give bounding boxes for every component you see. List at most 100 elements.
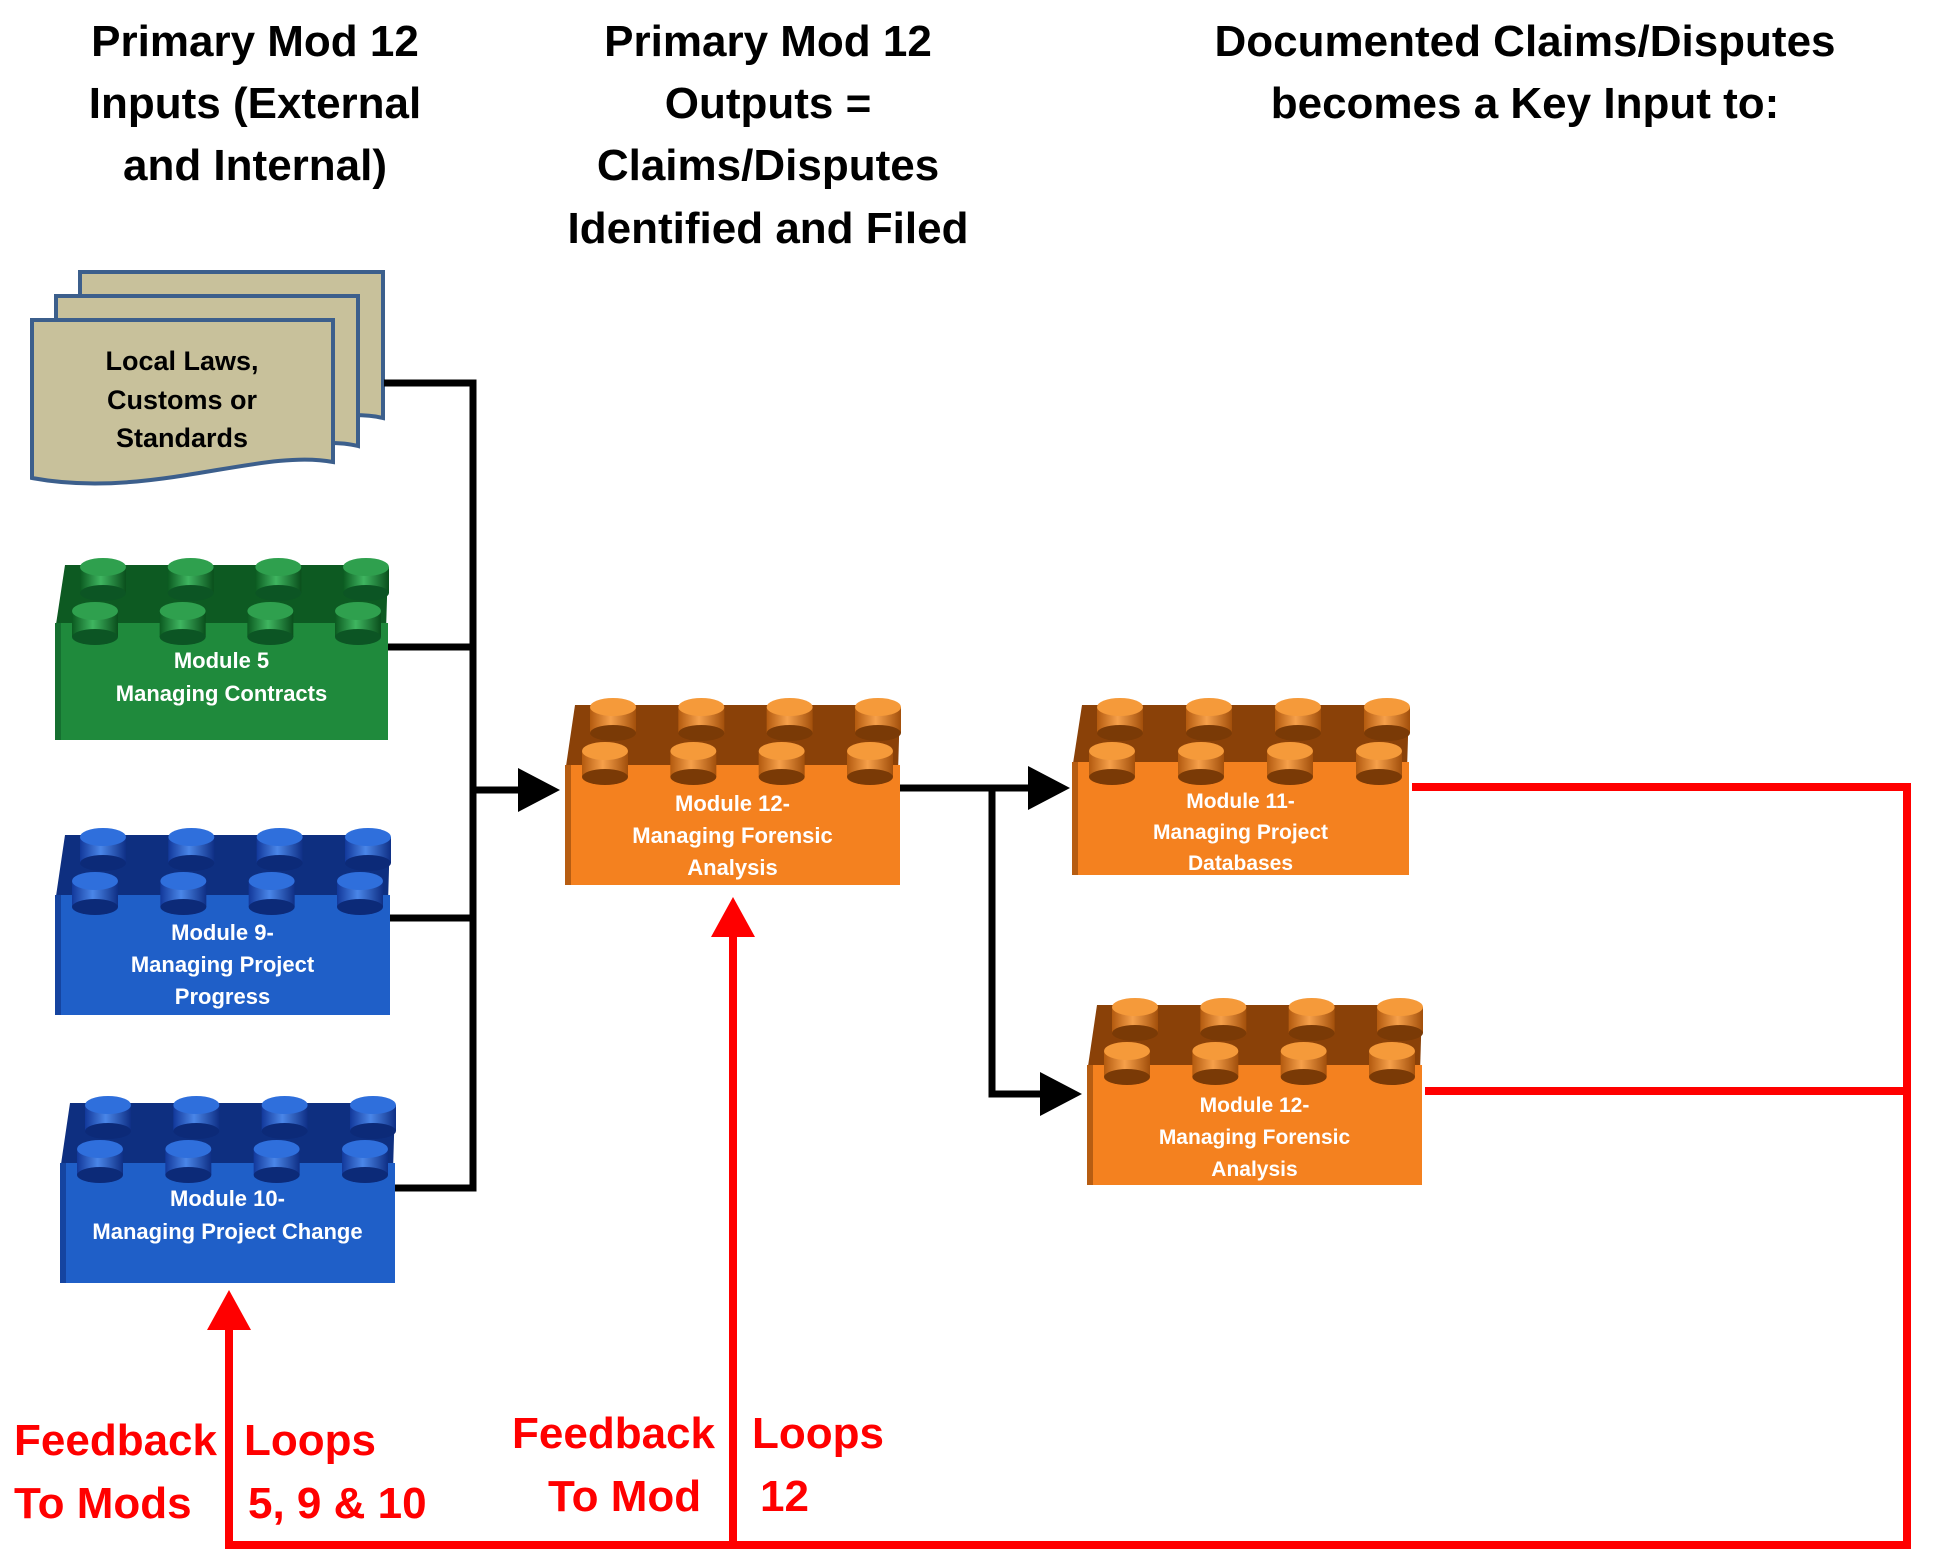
feedback-loop-lines — [225, 783, 1911, 1549]
brick-stud-base — [1275, 725, 1321, 741]
brick-label-line-1: Module 12- — [675, 791, 790, 816]
brick-label-line-3: Progress — [175, 984, 270, 1009]
header-inputs-line-3: and Internal) — [123, 141, 387, 190]
brick-stud-base — [160, 899, 207, 915]
header-inputs-line-1: Primary Mod 12 — [91, 17, 419, 66]
feedback-label-right: Feedback To Mod Loops 12 — [512, 1409, 884, 1521]
brick-stud-cap — [1178, 742, 1224, 760]
brick-stud-cap — [255, 558, 302, 576]
document-line-2: Customs or — [107, 385, 258, 415]
document-page-front — [30, 318, 335, 486]
brick-stud-cap — [1280, 1042, 1327, 1060]
feedback-left-col2-line1: Loops — [244, 1416, 376, 1465]
brick-stud-cap — [72, 872, 118, 890]
brick-label-line-2: Managing Project — [1153, 821, 1328, 844]
brick-stud-base — [1104, 1069, 1150, 1085]
brick-stud-cap — [261, 1096, 308, 1114]
brick-stud-base — [855, 725, 901, 741]
brick-stud-base — [247, 629, 294, 645]
header-outputs: Primary Mod 12 Outputs = Claims/Disputes… — [568, 17, 969, 253]
brick-stud-base — [1356, 769, 1402, 785]
brick-top-band — [55, 835, 390, 903]
brick-stud-cap — [1089, 742, 1135, 760]
brick-mod5: Module 5 Managing Contracts — [55, 558, 389, 740]
brick-stud-base — [1267, 769, 1313, 785]
brick-label-line-1: Module 9- — [171, 920, 274, 945]
input-bus-line — [384, 379, 477, 1192]
brick-stud-base — [343, 585, 389, 601]
brick-top-band — [60, 1103, 395, 1171]
brick-stud-cap — [253, 1140, 300, 1158]
arrow-head-into-mod11 — [1028, 766, 1070, 810]
brick-stud-cap — [72, 602, 118, 620]
brick-top-band — [565, 705, 900, 773]
brick-side-shade — [55, 623, 61, 740]
brick-stud-base — [590, 725, 636, 741]
brick-stud-cap — [758, 742, 805, 760]
brick-stud-base — [77, 1167, 123, 1183]
brick-stud-cap — [1200, 998, 1247, 1016]
brick-front-face — [60, 1163, 395, 1283]
brick-stud-base — [255, 585, 302, 601]
feedback-right-col2-line1: Loops — [752, 1409, 884, 1458]
feedback-left-col1-line1: Feedback — [14, 1416, 218, 1465]
brick-stud-cap — [159, 602, 206, 620]
brick-side-shade — [565, 765, 571, 885]
brick-stud-cap — [350, 1096, 396, 1114]
brick-stud-base — [80, 855, 126, 871]
brick-stud-cap — [1356, 742, 1402, 760]
brick-mod10: Module 10-Managing Project Change — [60, 1096, 396, 1283]
brick-stud-base — [1112, 1025, 1158, 1041]
brick-front-face — [565, 765, 900, 885]
brick-label-line-2: Managing Contracts — [116, 681, 327, 706]
brick-stud-base — [80, 585, 126, 601]
connector-branch-mod12-right — [988, 788, 1040, 1098]
feedback-left-col1-line2: To Mods — [14, 1479, 192, 1528]
brick-stud-cap — [582, 742, 628, 760]
brick-label-line-3: Analysis — [687, 855, 778, 880]
brick-stud-base — [1089, 769, 1135, 785]
brick-stud-base — [342, 1167, 388, 1183]
brick-stud-cap — [173, 1096, 220, 1114]
brick-stud-base — [1369, 1069, 1415, 1085]
brick-stud-base — [167, 585, 214, 601]
brick-stud-base — [72, 899, 118, 915]
brick-stud-base — [253, 1167, 300, 1183]
brick-stud-cap — [248, 872, 295, 890]
brick-stud-base — [582, 769, 628, 785]
brick-label-line-2: Managing Project Change — [92, 1219, 362, 1244]
brick-stud-cap — [165, 1140, 212, 1158]
brick-stud-cap — [1364, 698, 1410, 716]
document-line-1: Local Laws, — [105, 346, 258, 376]
brick-stud-cap — [80, 558, 126, 576]
brick-stud-cap — [1186, 698, 1232, 716]
brick-stud-base — [173, 1123, 220, 1139]
feedback-loop-mod11 — [225, 783, 1911, 1549]
brick-label-line-2: Managing Forensic — [1159, 1126, 1351, 1149]
brick-label-line-1: Module 11- — [1186, 790, 1295, 813]
brick-stud-cap — [1377, 998, 1423, 1016]
header-key-input: Documented Claims/Disputes becomes a Key… — [1214, 17, 1835, 128]
brick-front-face — [1087, 1065, 1422, 1185]
brick-label-line-1: Module 12- — [1200, 1094, 1310, 1117]
brick-stud-base — [1097, 725, 1143, 741]
brick-label-line-3: Databases — [1188, 852, 1293, 875]
header-outputs-line-4: Identified and Filed — [568, 204, 969, 253]
brick-stud-base — [766, 725, 813, 741]
brick-label-line-1: Module 5 — [174, 648, 269, 673]
brick-stud-base — [335, 629, 381, 645]
brick-stud-base — [847, 769, 893, 785]
brick-side-shade — [1087, 1065, 1093, 1185]
brick-stud-cap — [85, 1096, 131, 1114]
brick-stud-base — [350, 1123, 396, 1139]
brick-front-face — [55, 895, 390, 1015]
input-connectors — [384, 379, 520, 1192]
brick-side-shade — [55, 895, 61, 1015]
brick-stud-cap — [77, 1140, 123, 1158]
brick-stud-cap — [342, 1140, 388, 1158]
brick-stud-base — [85, 1123, 131, 1139]
